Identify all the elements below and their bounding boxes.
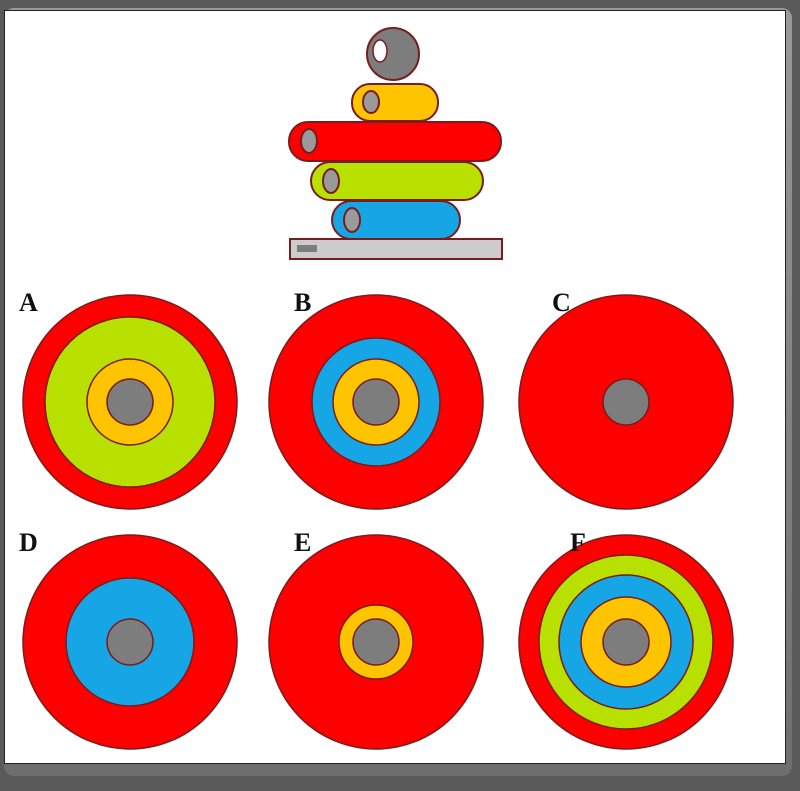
toy-ring-blue xyxy=(331,200,461,240)
option-a-ring-gray xyxy=(106,378,154,426)
puzzle-canvas: A B C D E F xyxy=(19,27,734,750)
toy-ring-green xyxy=(310,161,484,201)
toy-ring-yellow xyxy=(351,83,439,122)
option-a[interactable]: A xyxy=(19,288,238,510)
option-label: C xyxy=(552,288,571,317)
toy-top-knob xyxy=(366,27,420,81)
option-label: D xyxy=(19,528,38,557)
option-c-ring-gray xyxy=(602,378,650,426)
option-label: F xyxy=(570,528,586,557)
toy-base-slot xyxy=(297,245,317,252)
option-b-ring-gray xyxy=(352,378,400,426)
option-label: A xyxy=(19,288,38,317)
option-e-ring-gray xyxy=(352,618,400,666)
option-d[interactable]: D xyxy=(19,528,238,750)
option-b[interactable]: B xyxy=(268,288,484,510)
option-label: B xyxy=(294,288,311,317)
toy-base xyxy=(289,238,503,260)
puzzle-card: A B C D E F xyxy=(4,10,786,764)
toy-ring-red xyxy=(288,121,502,162)
stacking-toy-illustration xyxy=(288,27,503,260)
option-c[interactable]: C xyxy=(518,288,734,510)
option-label: E xyxy=(294,528,311,557)
answer-options: A B C D E F xyxy=(19,288,734,750)
option-f-ring-gray xyxy=(602,618,650,666)
option-f[interactable]: F xyxy=(518,528,734,750)
option-d-ring-gray xyxy=(106,618,154,666)
option-e[interactable]: E xyxy=(268,528,484,750)
